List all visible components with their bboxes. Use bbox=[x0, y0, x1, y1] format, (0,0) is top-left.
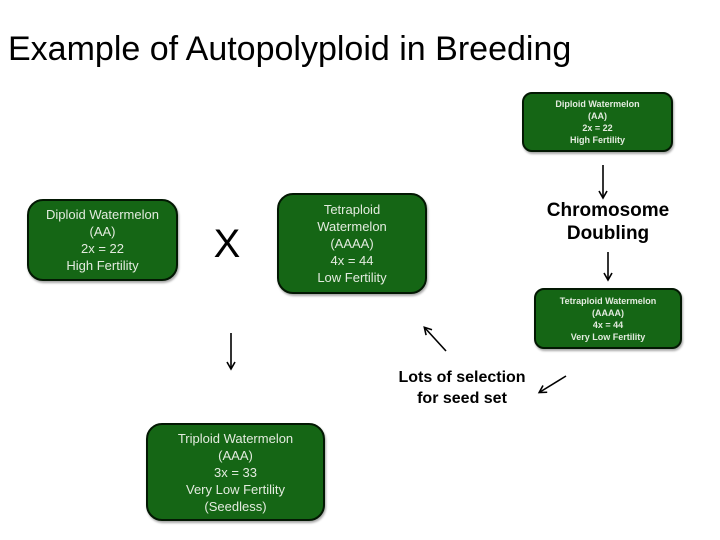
box-line: (AAAA) bbox=[592, 307, 624, 318]
selection-note-label: Lots of selection for seed set bbox=[377, 367, 547, 409]
box-line: (Seedless) bbox=[204, 498, 267, 514]
box-diploid-watermelon-top: Diploid Watermelon (AA) 2x = 22 High Fer… bbox=[522, 92, 673, 152]
box-line: 4x = 44 bbox=[592, 319, 624, 330]
label-line: Lots of selection bbox=[398, 369, 526, 386]
box-diploid-watermelon-left: Diploid Watermelon (AA) 2x = 22 High Fer… bbox=[27, 199, 178, 281]
box-line: (AAAA) bbox=[330, 236, 374, 251]
box-line: 2x = 22 bbox=[582, 123, 613, 133]
box-tetraploid-watermelon-right: Tetraploid Watermelon (AAAA) 4x = 44 Ver… bbox=[534, 288, 682, 349]
chromosome-doubling-label: Chromosome Doubling bbox=[533, 199, 683, 245]
box-line: Very Low Fertility bbox=[570, 331, 646, 342]
box-line: (AA) bbox=[89, 224, 116, 239]
cross-symbol: X bbox=[213, 222, 241, 266]
box-line: Diploid Watermelon bbox=[46, 207, 159, 222]
slide-title: Example of Autopolyploid in Breeding bbox=[8, 30, 572, 68]
box-line: 3x = 33 bbox=[213, 464, 257, 480]
box-line: Diploid Watermelon bbox=[555, 99, 640, 109]
up-left-arrow-selection-to-mid bbox=[423, 326, 447, 352]
box-line: High Fertility bbox=[66, 258, 139, 273]
box-line: Tetraploid bbox=[323, 202, 381, 217]
box-line: Low Fertility bbox=[317, 270, 387, 285]
box-line: Triploid Watermelon bbox=[177, 430, 294, 446]
box-line: (AAA) bbox=[218, 447, 253, 463]
box-line: Very Low Fertility bbox=[186, 481, 285, 497]
box-line: Tetraploid Watermelon bbox=[559, 295, 657, 306]
label-line: Chromosome bbox=[546, 200, 670, 221]
box-line: 4x = 44 bbox=[330, 253, 374, 268]
label-line: for seed set bbox=[417, 390, 507, 407]
box-line: High Fertility bbox=[569, 135, 625, 145]
box-triploid-watermelon-bottom: Triploid Watermelon (AAA) 3x = 33 Very L… bbox=[146, 423, 325, 521]
box-line: (AA) bbox=[588, 111, 607, 121]
box-line: 2x = 22 bbox=[80, 241, 124, 256]
label-line: Doubling bbox=[566, 223, 650, 244]
box-tetraploid-watermelon-mid: Tetraploid Watermelon (AAAA) 4x = 44 Low… bbox=[277, 193, 427, 294]
box-line: Watermelon bbox=[317, 219, 387, 234]
